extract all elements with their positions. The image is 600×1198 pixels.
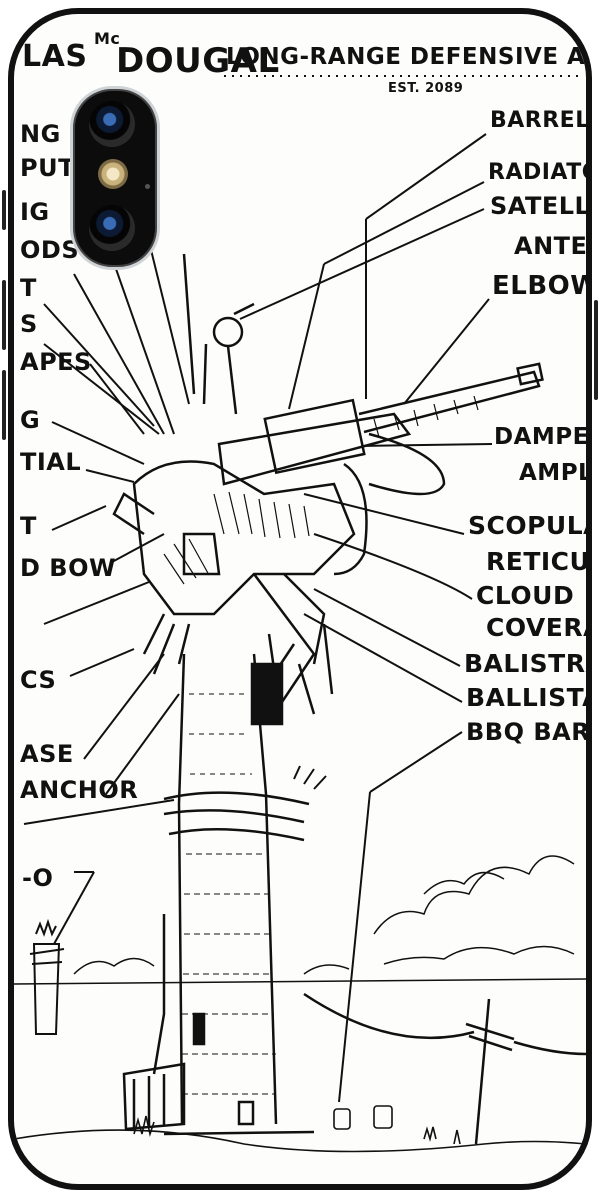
established-text: EST. 2089 [388,81,463,96]
label-antenna: ANTEN [514,232,586,260]
side-button-volume-up [2,280,6,350]
label-left-ng: NG [20,120,61,148]
turret-drawing [112,253,544,716]
label-left-g: G [20,406,40,434]
label-left-dbow: D BOW [20,554,116,582]
label-ballistas: BALLISTAS [466,683,586,712]
label-reticulator: RETICULAT [486,547,586,576]
horizon-line [14,978,586,985]
ground-drawing [14,1105,586,1153]
tower-drawing [122,653,315,1136]
clouds-drawing [73,855,575,975]
microphone-hole-icon [145,184,150,189]
side-button-volume-down [2,370,6,440]
label-balistrade: BALISTRAD [464,649,586,678]
power-pole-drawing [303,992,586,1145]
label-left-cs: CS [20,666,56,694]
label-left-t: T [20,274,37,302]
camera-lens-bottom-icon [89,205,135,251]
camera-flash-icon [98,159,128,189]
sketch-artwork: LAS Mc DOUGAL LONG-RANGE DEFENSIVE AGITA… [14,29,586,1153]
label-bbq-barrel: BBQ BARR [466,718,586,746]
label-cloud: CLOUD [476,581,574,610]
label-coverage: COVERA [486,613,586,642]
label-barrel: BARREL [490,108,586,133]
label-elbow: ELBOW [492,271,586,301]
brand-mc-text: Mc [94,29,120,48]
label-radiator: RADIATOR [488,160,586,185]
label-left-anchor: ANCHOR [20,776,138,804]
label-scopular: SCOPULAR [468,511,586,540]
brand-left-text: LAS [22,39,87,74]
brand-name-text: DOUGAL [116,41,280,81]
label-left-ig: IG [20,198,50,226]
callout-lines-left [23,188,190,945]
callout-lines-right [239,133,493,1103]
label-left-t2: T [20,512,37,540]
camera-lens-top-icon [89,101,135,147]
side-button-mute [2,190,6,230]
side-button-power [594,300,598,400]
label-dampener: DAMPEN [494,424,586,450]
small-tower-drawing [29,918,65,1035]
label-satellite: SATELLIT [490,192,586,220]
label-left-tial: TIAL [20,448,81,476]
label-left-put: PUT [20,154,75,182]
phone-case: LAS Mc DOUGAL LONG-RANGE DEFENSIVE AGITA… [8,8,592,1190]
label-amplifier: AMPLI [519,460,586,486]
title-text: LONG-RANGE DEFENSIVE AGITA [226,44,586,70]
label-left-ase: ASE [20,740,74,768]
turret-debris [293,765,327,790]
turret-hatching [163,395,479,585]
label-left-s: S [20,310,38,338]
label-left-ods: ODS [20,236,79,264]
camera-module [70,86,160,270]
label-left-o: -O [22,864,53,892]
tower-texture [182,693,276,1095]
